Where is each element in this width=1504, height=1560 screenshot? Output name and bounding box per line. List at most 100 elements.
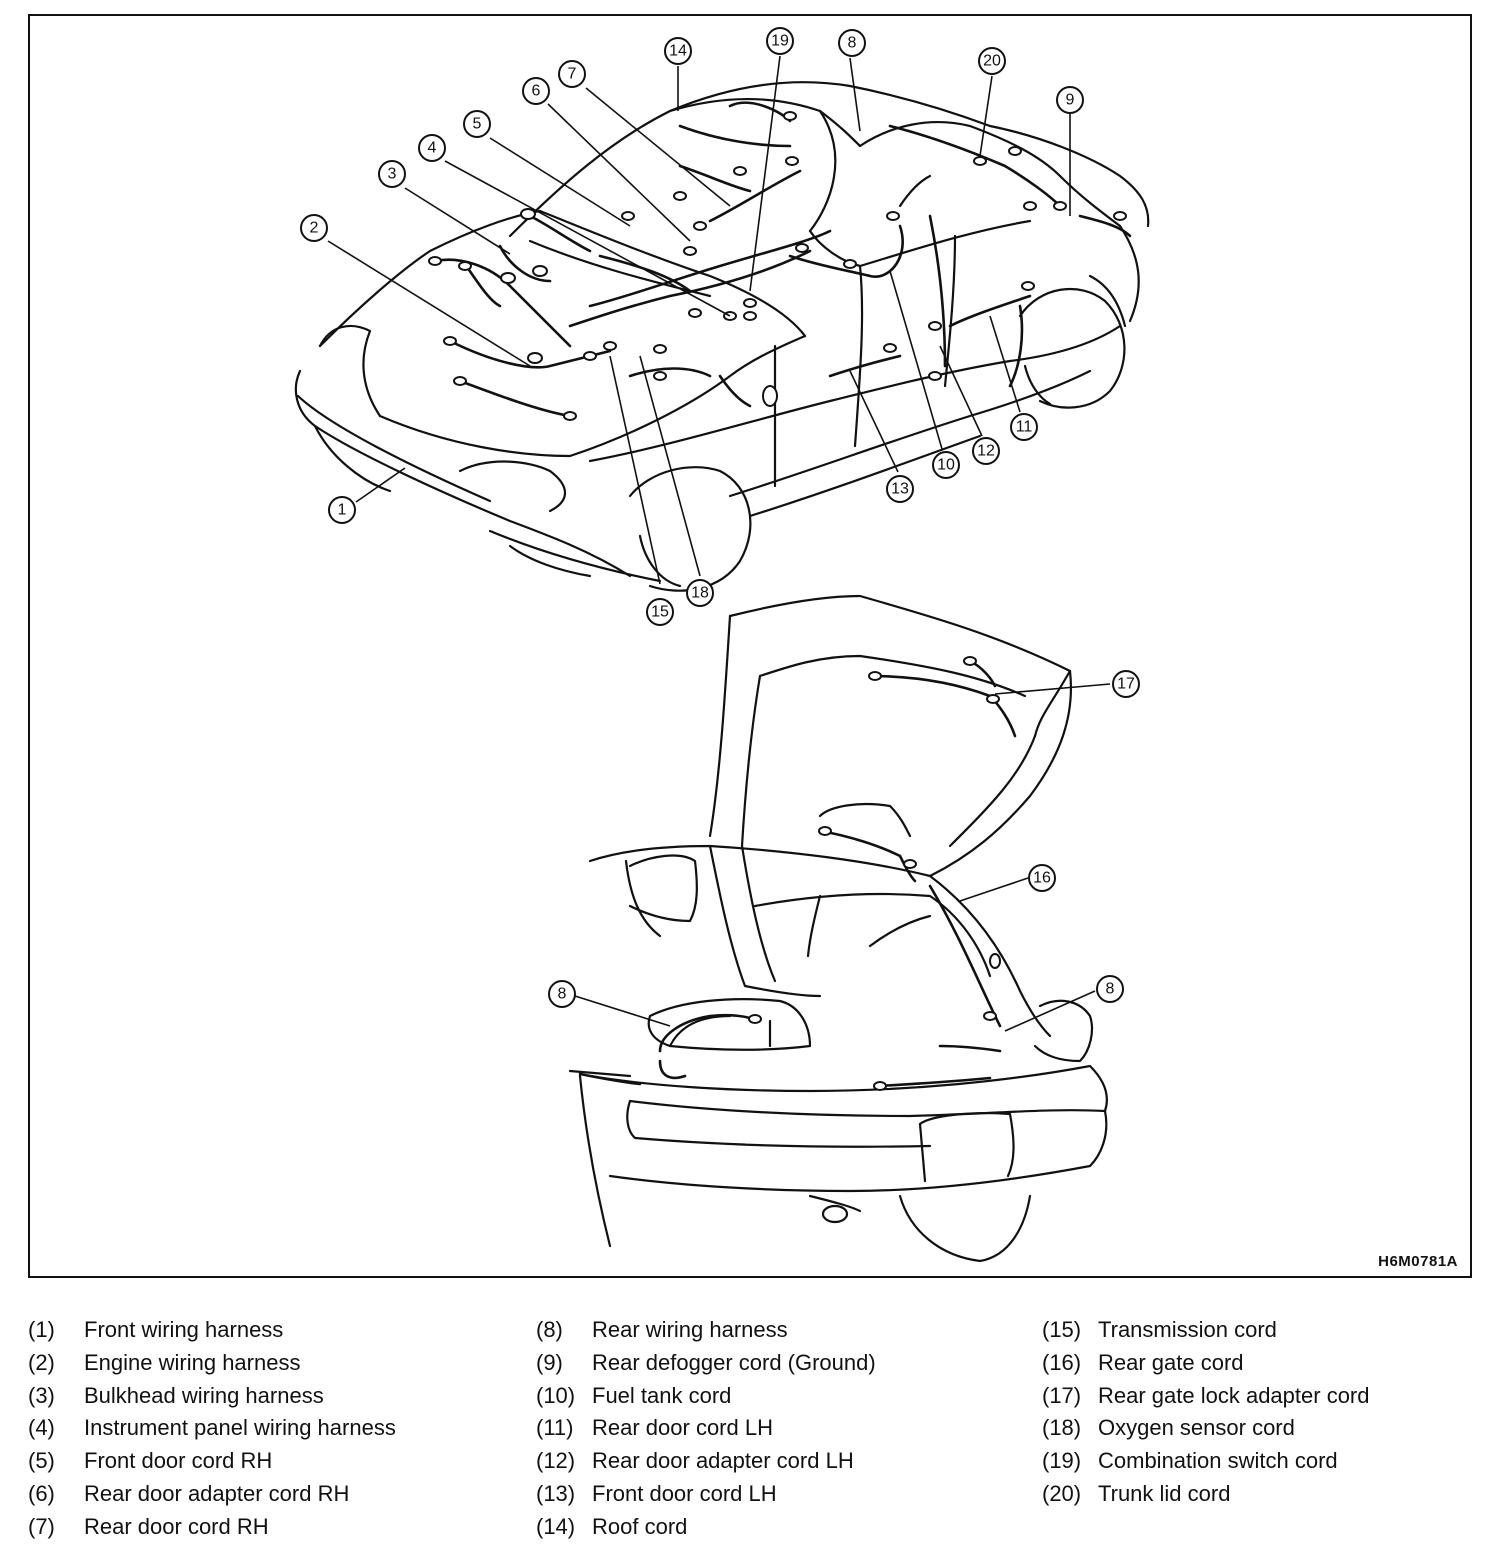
svg-text:12: 12 [977,443,995,460]
legend-number: (9) [536,1349,563,1375]
legend-number: (11) [536,1415,574,1441]
callout-13: 13 [886,475,914,503]
svg-text:17: 17 [1117,676,1135,693]
legend-item: (13) Front door cord LH [536,1478,876,1511]
callout-7: 7 [558,60,586,88]
legend-label: Rear defogger cord (Ground) [592,1349,876,1375]
legend-item: (2) Engine wiring harness [28,1347,396,1380]
legend-item: (5) Front door cord RH [28,1445,396,1478]
figure-code: H6M0781A [1378,1253,1458,1270]
legend-label: Front wiring harness [84,1317,284,1342]
legend-number: (13) [536,1480,576,1506]
wiring-harness-rear-view [578,659,1017,1088]
svg-text:20: 20 [983,53,1001,70]
callout-6: 6 [522,77,550,105]
legend-item: (19) Combination switch cord [1042,1445,1370,1478]
callout-18: 18 [686,579,714,607]
legend-number: (3) [28,1382,55,1408]
legend-number: (18) [1042,1415,1082,1441]
callout-5: 5 [463,110,491,138]
callout-3: 3 [378,160,406,188]
legend-label: Front door cord RH [84,1448,273,1474]
legend-item: (3) Bulkhead wiring harness [28,1380,396,1413]
legend-label: Engine wiring harness [84,1349,301,1375]
legend-item: (11) Rear door cord LH [536,1412,876,1445]
legend-label: Transmission cord [1098,1317,1277,1342]
callout-1: 1 [328,496,356,524]
legend-item: (1) Front wiring harness [28,1314,396,1347]
legend-item: (17) Rear gate lock adapter cord [1042,1380,1370,1413]
legend-number: (10) [536,1382,576,1408]
legend-number: (6) [28,1480,55,1506]
car-body-top-view [294,81,1150,592]
legend-label: Rear door cord LH [592,1415,773,1441]
svg-text:14: 14 [669,43,687,60]
legend-item: (4) Instrument panel wiring harness [28,1412,396,1445]
callout-12: 12 [972,437,1000,465]
callout-11: 11 [1010,413,1038,441]
svg-text:9: 9 [1066,92,1075,109]
svg-text:1: 1 [338,502,347,519]
legend-item: (18)Oxygen sensor cord [1042,1412,1370,1445]
legend-label: Rear gate lock adapter cord [1098,1382,1370,1408]
legend-number: (5) [28,1448,55,1474]
svg-text:3: 3 [388,166,397,183]
legend-label: Roof cord [592,1513,688,1539]
svg-text:2: 2 [310,220,319,237]
callout-15: 15 [646,598,674,626]
callout-4: 4 [418,134,446,162]
callout-8-rear-right: 8 [1096,975,1124,1003]
legend-label: Front door cord LH [592,1480,777,1506]
legend-number: (2) [28,1349,55,1375]
svg-text:8: 8 [558,986,567,1003]
legend-label: Rear door adapter cord RH [84,1480,350,1506]
svg-text:5: 5 [473,116,482,133]
legend-item: (20)Trunk lid cord [1042,1478,1370,1511]
legend-number: (14) [536,1513,576,1539]
callout-20: 20 [978,47,1006,75]
legend-number: (16) [1042,1349,1082,1375]
legend-item: (14) Roof cord [536,1511,876,1544]
legend-item: (7)Rear door cord RH [28,1511,396,1544]
legend-number: (8) [536,1317,563,1342]
svg-text:4: 4 [428,140,437,157]
callout-8-top: 8 [838,29,866,57]
car-body-rear-view [568,594,1108,1263]
legend-label: Trunk lid cord [1098,1480,1231,1506]
legend-label: Combination switch cord [1098,1448,1338,1474]
callout-16: 16 [1028,864,1056,892]
legend-number: (19) [1042,1448,1082,1474]
connectors-top-view [428,111,1127,421]
legend-number: (17) [1042,1382,1082,1408]
svg-text:13: 13 [891,481,909,498]
legend-label: Bulkhead wiring harness [84,1382,324,1408]
callout-9: 9 [1056,86,1084,114]
legend-number: (4) [28,1415,55,1441]
svg-text:18: 18 [691,585,709,602]
svg-text:10: 10 [937,457,955,474]
legend-number: (15) [1042,1317,1082,1342]
callout-2: 2 [300,214,328,242]
legend: (1) Front wiring harness (2) Engine wiring… [28,1314,1478,1544]
svg-text:19: 19 [771,33,789,50]
legend-label: Rear wiring harness [592,1317,788,1342]
svg-text:15: 15 [651,604,669,621]
legend-label: Instrument panel wiring harness [84,1415,396,1441]
legend-column-1: (1) Front wiring harness (2) Engine wiring… [28,1314,396,1544]
legend-item: (12) Rear door adapter cord LH [536,1445,876,1478]
legend-item: (10)Fuel tank cord [536,1380,876,1413]
svg-text:7: 7 [568,66,577,83]
callout-19: 19 [766,27,794,55]
legend-label: Rear gate cord [1098,1349,1244,1375]
callout-14: 14 [664,37,692,65]
svg-text:8: 8 [848,35,857,52]
legend-column-2: (8) Rear wiring harness (9) Rear defogger … [536,1314,876,1544]
legend-number: (7) [28,1513,55,1539]
legend-number: (1) [28,1317,55,1342]
legend-item: (6) Rear door adapter cord RH [28,1478,396,1511]
svg-text:16: 16 [1033,870,1051,887]
diagram-frame: 1 2 3 4 5 6 7 8 9 10 11 12 13 14 15 16 1… [28,14,1472,1278]
callout-8-rear-left: 8 [548,980,576,1008]
legend-label: Rear door adapter cord LH [592,1448,854,1474]
legend-number: (12) [536,1448,576,1474]
